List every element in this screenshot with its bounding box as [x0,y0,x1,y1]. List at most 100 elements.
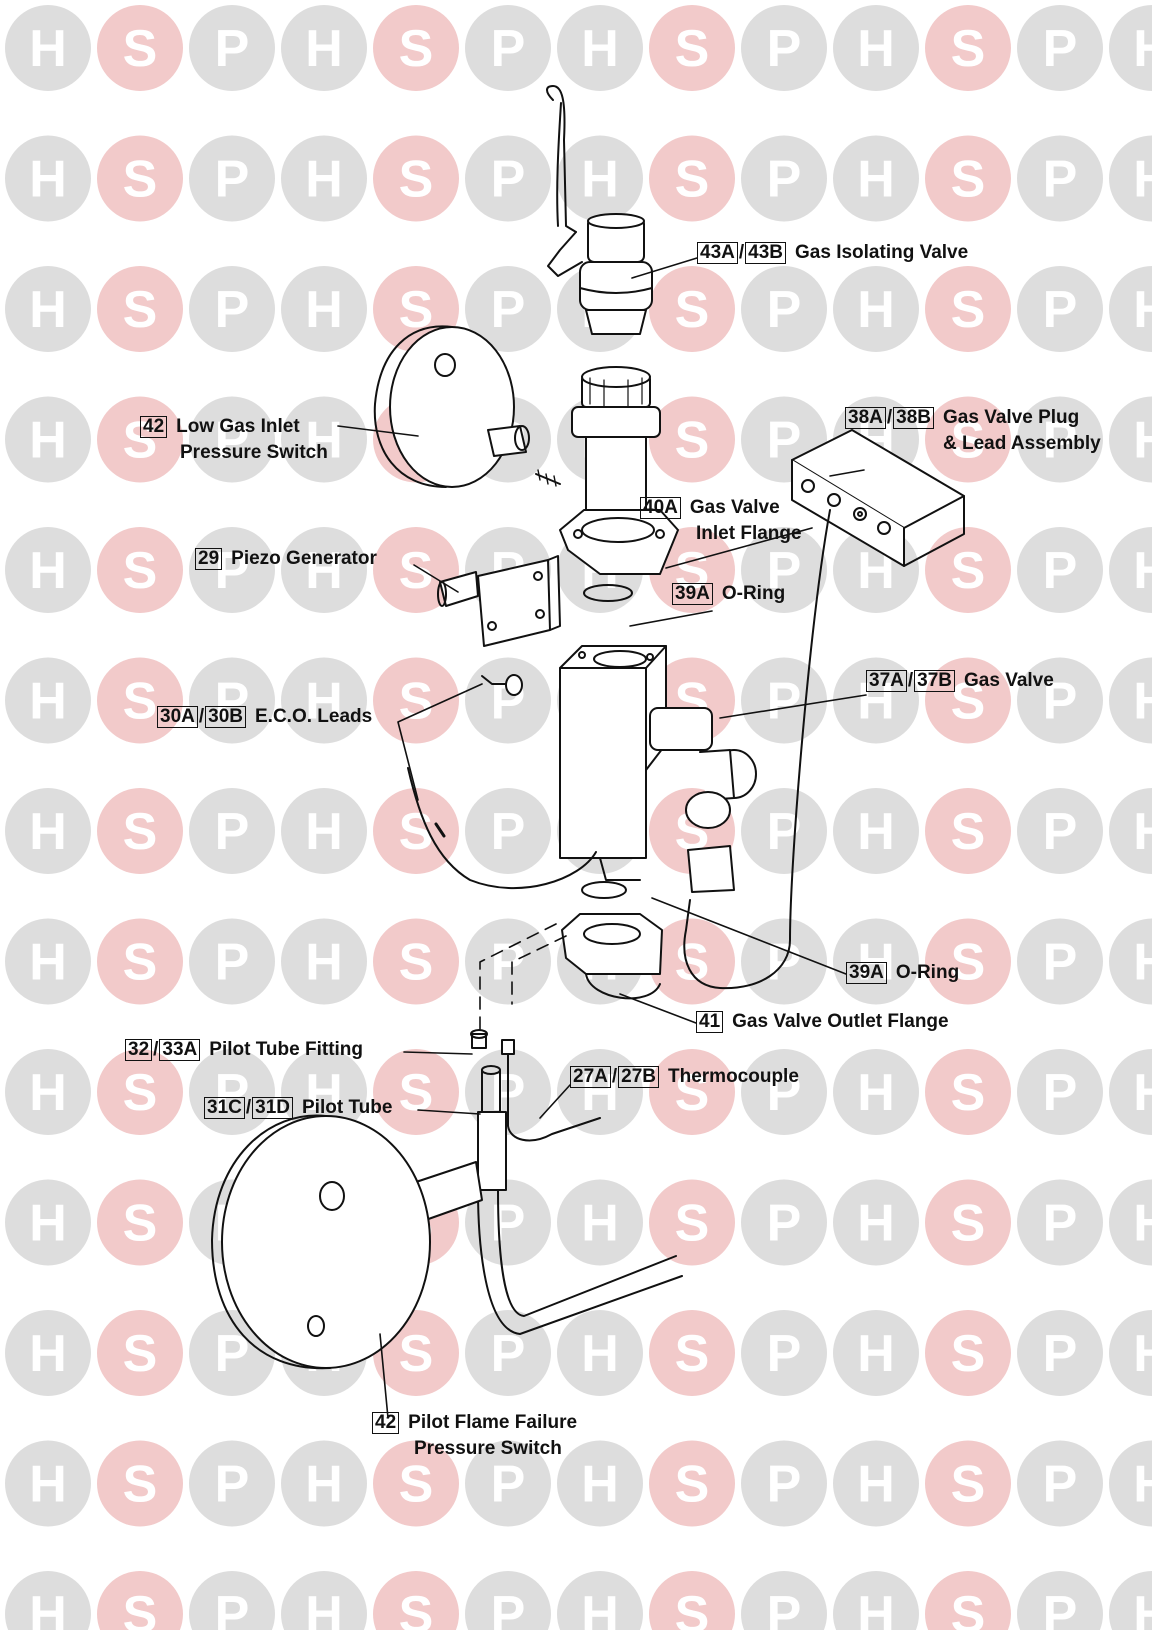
watermark-disc [465,1179,551,1266]
watermark-letter: P [1043,412,1078,470]
part-separator: / [153,1039,159,1060]
watermark-letter: H [29,412,67,470]
watermark-disc [465,918,551,1005]
watermark-letter: P [767,673,802,731]
watermark-disc [833,1049,919,1135]
watermark-letter: P [215,281,250,339]
watermark-letter: H [305,673,343,731]
watermark-disc [741,5,827,91]
watermark-disc [5,918,91,1005]
watermark-disc [1109,1310,1152,1396]
watermark-disc [5,1571,91,1630]
watermark-letter: H [1133,151,1152,209]
watermark-letter: S [951,1586,986,1630]
watermark-disc [281,657,367,744]
part-number: 38A [845,407,886,429]
watermark-letter: S [675,151,710,209]
watermark-disc [925,135,1011,222]
watermark-disc [741,135,827,222]
watermark-letter: S [123,1064,158,1122]
pilot-flame-failure-switch-part [211,1114,483,1370]
watermark-letter: P [1043,20,1078,78]
watermark-disc [1109,788,1152,874]
watermark-disc [1109,1571,1152,1630]
watermark-letter: S [675,20,710,78]
watermark-disc [649,5,735,91]
watermark-disc [97,5,183,91]
watermark-letter: H [1133,20,1152,78]
watermark-disc [373,1440,459,1527]
watermark-letter: H [1133,1325,1152,1383]
part-number: 42 [140,416,168,438]
watermark-letter: P [491,151,526,209]
part-label: Pilot Tube [302,1097,393,1118]
watermark-letter: H [581,151,619,209]
watermark-letter: P [491,20,526,78]
part-number: 37A [866,670,907,692]
watermark-disc [833,5,919,91]
watermark-letter: S [123,934,158,992]
watermark-letter: P [491,1586,526,1630]
watermark-disc [97,657,183,744]
watermark-disc [1109,396,1152,483]
watermark-letter: P [1043,803,1078,861]
watermark-disc [189,5,275,91]
watermark-letter: H [305,1064,343,1122]
watermark-letter: S [399,1586,434,1630]
watermark-letter: S [675,1456,710,1514]
watermark-disc [281,396,367,483]
watermark-disc [557,1440,643,1527]
watermark-disc [557,5,643,91]
part-label: Gas Valve [964,670,1054,691]
watermark-letter: H [857,1586,895,1630]
part-number: 39A [672,583,713,605]
watermark-disc [741,788,827,874]
watermark-letter: H [857,1195,895,1253]
watermark-letter: S [123,20,158,78]
watermark-letter: H [857,281,895,339]
watermark-disc [97,1049,183,1135]
watermark-letter: S [399,934,434,992]
part-number: 31D [252,1097,293,1119]
watermark-disc [465,266,551,352]
watermark-letter: H [305,1586,343,1630]
watermark-letter: H [581,1064,619,1122]
watermark-letter: P [767,1586,802,1630]
watermark-disc [649,396,735,483]
watermark-disc [373,788,459,874]
part-separator: / [198,706,205,727]
watermark-disc [281,527,367,613]
watermark-letter: H [1133,281,1152,339]
watermark-disc [97,527,183,613]
watermark-disc [373,1571,459,1630]
watermark-letter: H [29,803,67,861]
watermark-disc [465,788,551,874]
part-label: Pilot Tube Fitting [209,1039,364,1060]
part-label: Gas Valve [689,497,780,518]
watermark-letter: P [767,1064,802,1122]
watermark-letter: H [29,673,67,731]
watermark-letter: H [29,20,67,78]
watermark-letter: H [857,1064,895,1122]
watermark-letter: P [491,934,526,992]
watermark-disc [833,1179,919,1266]
watermark-disc [189,266,275,352]
watermark-disc [1017,1179,1103,1266]
watermark-disc [557,1049,643,1135]
watermark-letter: H [29,151,67,209]
watermark-disc [1017,266,1103,352]
watermark-letter: S [123,281,158,339]
watermark-disc [5,135,91,222]
part-number: 32 [125,1039,153,1061]
gas-isolating-valve-part [546,85,653,335]
watermark-letter: H [857,1325,895,1383]
part-number: 33A [159,1039,201,1061]
part-number: 39A [846,962,887,984]
watermark-disc [97,1179,183,1266]
watermark-letter: H [581,1195,619,1253]
watermark-letter: S [399,803,434,861]
